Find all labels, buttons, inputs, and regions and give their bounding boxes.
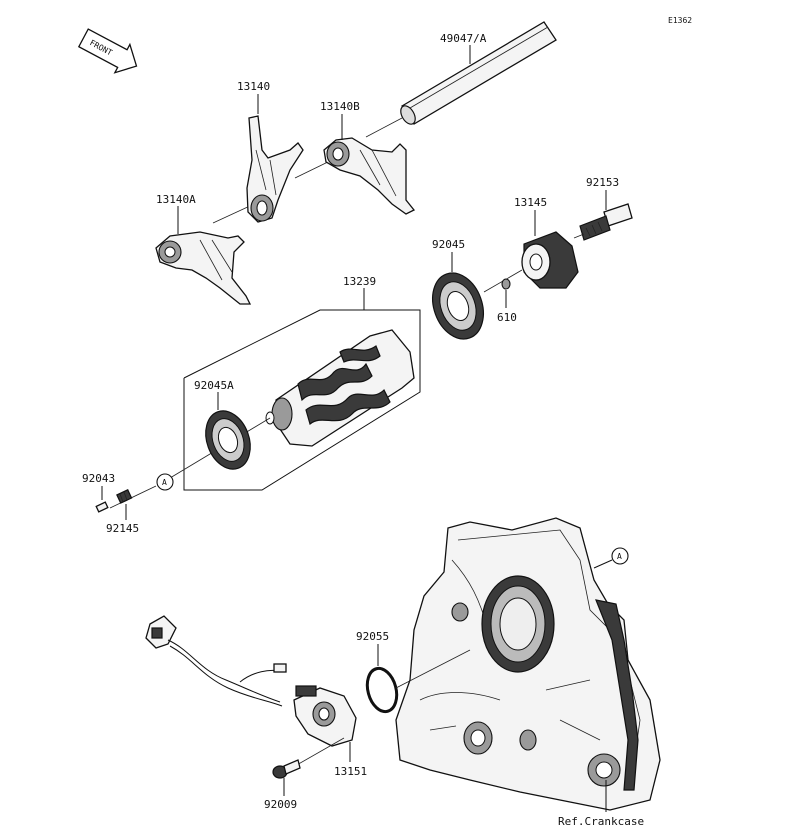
shift-drum-13239 <box>265 329 415 447</box>
label-13140: 13140 <box>237 80 270 93</box>
label-13145: 13145 <box>514 196 547 209</box>
axis-line <box>365 117 403 138</box>
label-92045a: 92045A <box>194 379 234 392</box>
shift-fork-13140b <box>323 137 416 215</box>
crankcase <box>395 517 661 811</box>
axis-line <box>294 159 333 179</box>
label-92153: 92153 <box>586 176 619 189</box>
drum-holder-13145 <box>521 231 579 289</box>
label-92145: 92145 <box>106 522 139 535</box>
label-92009: 92009 <box>264 798 297 811</box>
label-13140b: 13140B <box>320 100 360 113</box>
spring-92145 <box>116 489 133 504</box>
drum-group-bracket <box>183 309 421 491</box>
front-arrow-icon: FRONT <box>77 28 138 74</box>
bearing-92045 <box>432 272 484 340</box>
diagram-code: E1362 <box>668 16 692 25</box>
label-13151: 13151 <box>334 765 367 778</box>
shift-fork-13140a <box>155 231 252 305</box>
shift-fork-13140 <box>246 115 304 223</box>
axis-line <box>212 204 253 224</box>
axis-line <box>573 233 585 239</box>
bolt-92009 <box>272 759 301 779</box>
axis-line <box>109 485 157 509</box>
label-13239: 13239 <box>343 275 376 288</box>
dowel-pin-92043 <box>95 501 109 513</box>
callout-letter: A <box>162 478 167 487</box>
pin-610 <box>501 278 511 290</box>
bolt-92153 <box>579 203 633 241</box>
callout-a-upper: A <box>156 473 174 491</box>
label-13140a: 13140A <box>156 193 196 206</box>
label-610: 610 <box>497 311 517 324</box>
axis-line <box>395 649 471 689</box>
label-92045: 92045 <box>432 238 465 251</box>
callout-a-lower: A <box>611 547 629 565</box>
bearing-92045a <box>205 410 251 470</box>
label-49047a: 49047/A <box>440 32 487 45</box>
label-92043: 92043 <box>82 472 115 485</box>
callout-letter: A <box>617 552 622 561</box>
o-ring-92055 <box>365 666 399 714</box>
label-ref-crankcase: Ref.Crankcase <box>558 815 644 828</box>
leader-callout-a <box>593 559 613 569</box>
label-92055: 92055 <box>356 630 389 643</box>
shift-fork-shaft <box>400 21 557 125</box>
gear-position-sensor-13151 <box>145 615 357 747</box>
